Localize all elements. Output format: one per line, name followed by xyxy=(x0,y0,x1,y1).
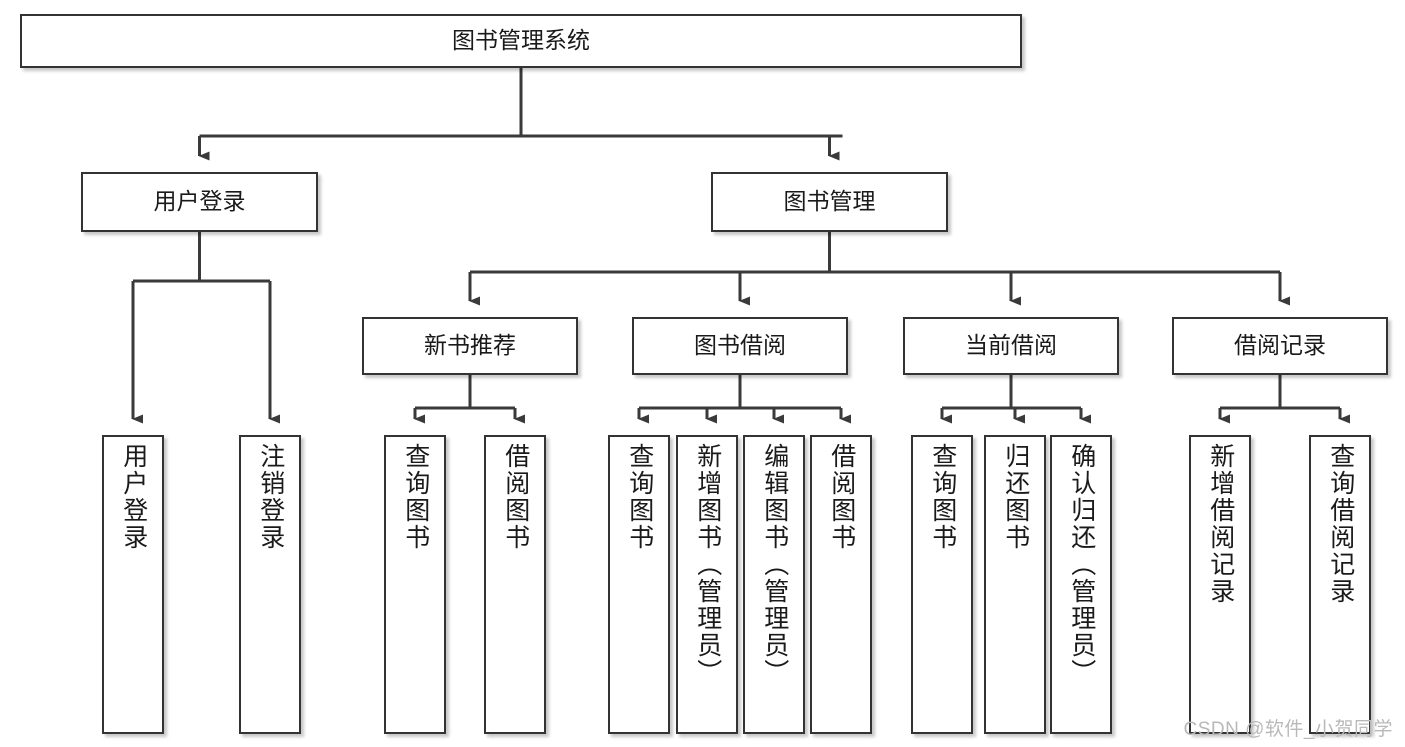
node-label: 查询图书 xyxy=(401,443,430,551)
node-leaf-query-book-1[interactable]: 查询图书 xyxy=(384,435,446,734)
node-leaf-query-borrow-record[interactable]: 查询借阅记录 xyxy=(1309,435,1371,734)
node-book-borrow[interactable]: 图书借阅 xyxy=(632,317,848,375)
node-label: 注销登录 xyxy=(256,443,285,551)
node-root[interactable]: 图书管理系统 xyxy=(20,14,1022,68)
node-current-borrow[interactable]: 当前借阅 xyxy=(903,317,1119,375)
node-leaf-add-borrow-record[interactable]: 新增借阅记录 xyxy=(1189,435,1251,734)
node-label: 查询图书 xyxy=(625,443,654,551)
node-label: 新增借阅记录 xyxy=(1206,443,1235,605)
node-borrow-record[interactable]: 借阅记录 xyxy=(1172,317,1388,375)
node-leaf-return-book[interactable]: 归还图书 xyxy=(984,435,1046,734)
node-label: 图书管理系统 xyxy=(452,27,590,54)
node-label: 新增图书（管理员） xyxy=(693,443,722,686)
node-label: 当前借阅 xyxy=(965,332,1057,359)
node-label: 借阅图书 xyxy=(827,443,856,551)
node-leaf-query-book-3[interactable]: 查询图书 xyxy=(911,435,973,734)
node-label: 查询借阅记录 xyxy=(1326,443,1355,605)
node-leaf-user-login[interactable]: 用户登录 xyxy=(102,435,164,734)
node-label: 确认归还（管理员） xyxy=(1067,443,1096,686)
node-label: 图书借阅 xyxy=(694,332,786,359)
node-leaf-borrow-book-2[interactable]: 借阅图书 xyxy=(810,435,872,734)
node-leaf-query-book-2[interactable]: 查询图书 xyxy=(608,435,670,734)
node-label: 借阅记录 xyxy=(1234,332,1326,359)
node-label: 新书推荐 xyxy=(424,332,516,359)
node-leaf-borrow-book-1[interactable]: 借阅图书 xyxy=(484,435,546,734)
node-leaf-add-book-admin[interactable]: 新增图书（管理员） xyxy=(676,435,738,734)
node-new-book-recommend[interactable]: 新书推荐 xyxy=(362,317,578,375)
node-leaf-confirm-return-admin[interactable]: 确认归还（管理员） xyxy=(1050,435,1112,734)
node-book-manage[interactable]: 图书管理 xyxy=(711,172,948,232)
node-label: 用户登录 xyxy=(119,443,148,551)
node-label: 借阅图书 xyxy=(501,443,530,551)
node-label: 查询图书 xyxy=(928,443,957,551)
node-label: 图书管理 xyxy=(783,188,876,215)
node-label: 归还图书 xyxy=(1001,443,1030,551)
node-leaf-edit-book-admin[interactable]: 编辑图书（管理员） xyxy=(743,435,805,734)
node-label: 用户登录 xyxy=(153,188,246,215)
node-label: 编辑图书（管理员） xyxy=(760,443,789,686)
node-leaf-logout-login[interactable]: 注销登录 xyxy=(239,435,301,734)
node-user-login[interactable]: 用户登录 xyxy=(81,172,318,232)
